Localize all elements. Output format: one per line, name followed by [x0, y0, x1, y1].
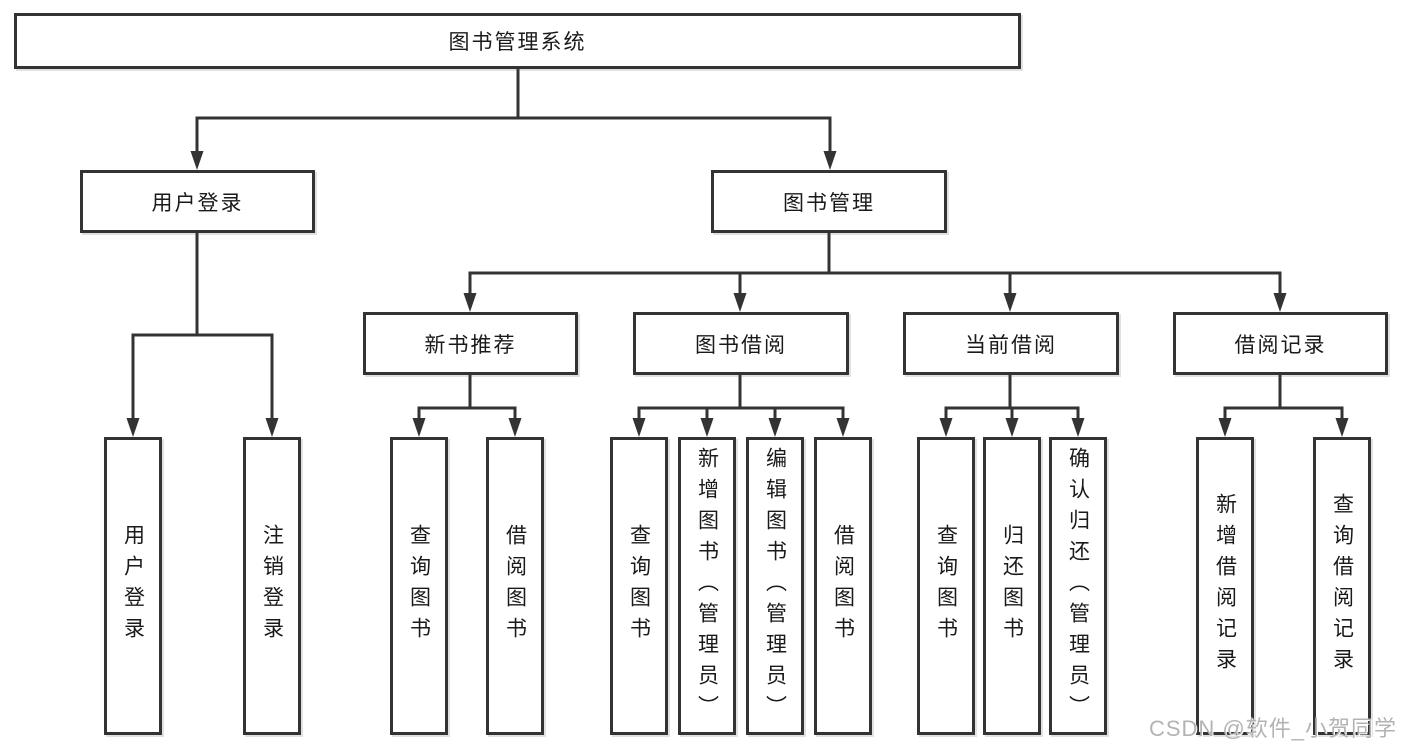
node-label: 查询图书	[407, 524, 431, 648]
node-label: 查询图书	[627, 524, 651, 648]
leaf-query-books-current: 查询图书	[917, 437, 975, 735]
watermark: CSDN @软件_小贺同学	[1148, 716, 1397, 741]
leaf-return-books: 归还图书	[983, 437, 1041, 735]
node-label: 新增借阅记录	[1213, 493, 1237, 679]
node-label: 注销登录	[260, 524, 284, 648]
connector-user-login-children	[126, 233, 279, 437]
node-label: 当前借阅	[965, 333, 1057, 357]
node-label: 用户登录	[121, 524, 145, 648]
node-book-borrowing: 图书借阅	[633, 312, 849, 375]
connector-book-management-children	[463, 233, 1287, 312]
node-user-login: 用户登录	[80, 170, 315, 233]
node-label: 查询图书	[934, 524, 958, 648]
node-label: 确认归还（管理员）	[1066, 446, 1090, 726]
leaf-edit-books-admin: 编辑图书（管理员）	[746, 437, 804, 735]
node-label: 图书管理	[783, 191, 875, 215]
node-new-book-recommendation: 新书推荐	[363, 312, 578, 375]
leaf-logout-login: 注销登录	[243, 437, 301, 735]
node-label: 查询借阅记录	[1330, 493, 1354, 679]
node-current-borrowing: 当前借阅	[903, 312, 1119, 375]
node-library-system: 图书管理系统	[14, 13, 1021, 69]
node-book-management: 图书管理	[711, 170, 947, 233]
connector-current-borrowing-children	[939, 375, 1085, 437]
leaf-query-books-borrow: 查询图书	[610, 437, 668, 735]
node-label: 新增图书（管理员）	[695, 446, 719, 726]
node-label: 借阅记录	[1234, 333, 1327, 357]
leaf-user-login: 用户登录	[104, 437, 162, 735]
leaf-borrow-books-recommend: 借阅图书	[486, 437, 544, 735]
node-label: 用户登录	[151, 191, 244, 215]
leaf-add-books-admin: 新增图书（管理员）	[678, 437, 736, 735]
node-label: 借阅图书	[831, 524, 855, 648]
connector-borrowing-records-children	[1218, 375, 1349, 437]
connector-root-to-level2	[190, 69, 837, 170]
node-label: 编辑图书（管理员）	[763, 446, 787, 726]
node-label: 图书管理系统	[448, 31, 587, 54]
leaf-confirm-return-admin: 确认归还（管理员）	[1049, 437, 1107, 735]
node-borrowing-records: 借阅记录	[1173, 312, 1388, 375]
node-label: 归还图书	[1000, 524, 1024, 648]
node-label: 图书借阅	[695, 333, 787, 357]
connector-new-book-recommendation-children	[412, 375, 522, 437]
node-label: 新书推荐	[424, 333, 517, 357]
node-label: 借阅图书	[503, 524, 527, 648]
leaf-borrow-books: 借阅图书	[814, 437, 872, 735]
connector-book-borrowing-children	[632, 375, 850, 437]
leaf-add-borrow-record: 新增借阅记录	[1196, 437, 1254, 735]
leaf-query-books-recommend: 查询图书	[390, 437, 448, 735]
leaf-query-borrow-record: 查询借阅记录	[1313, 437, 1371, 735]
